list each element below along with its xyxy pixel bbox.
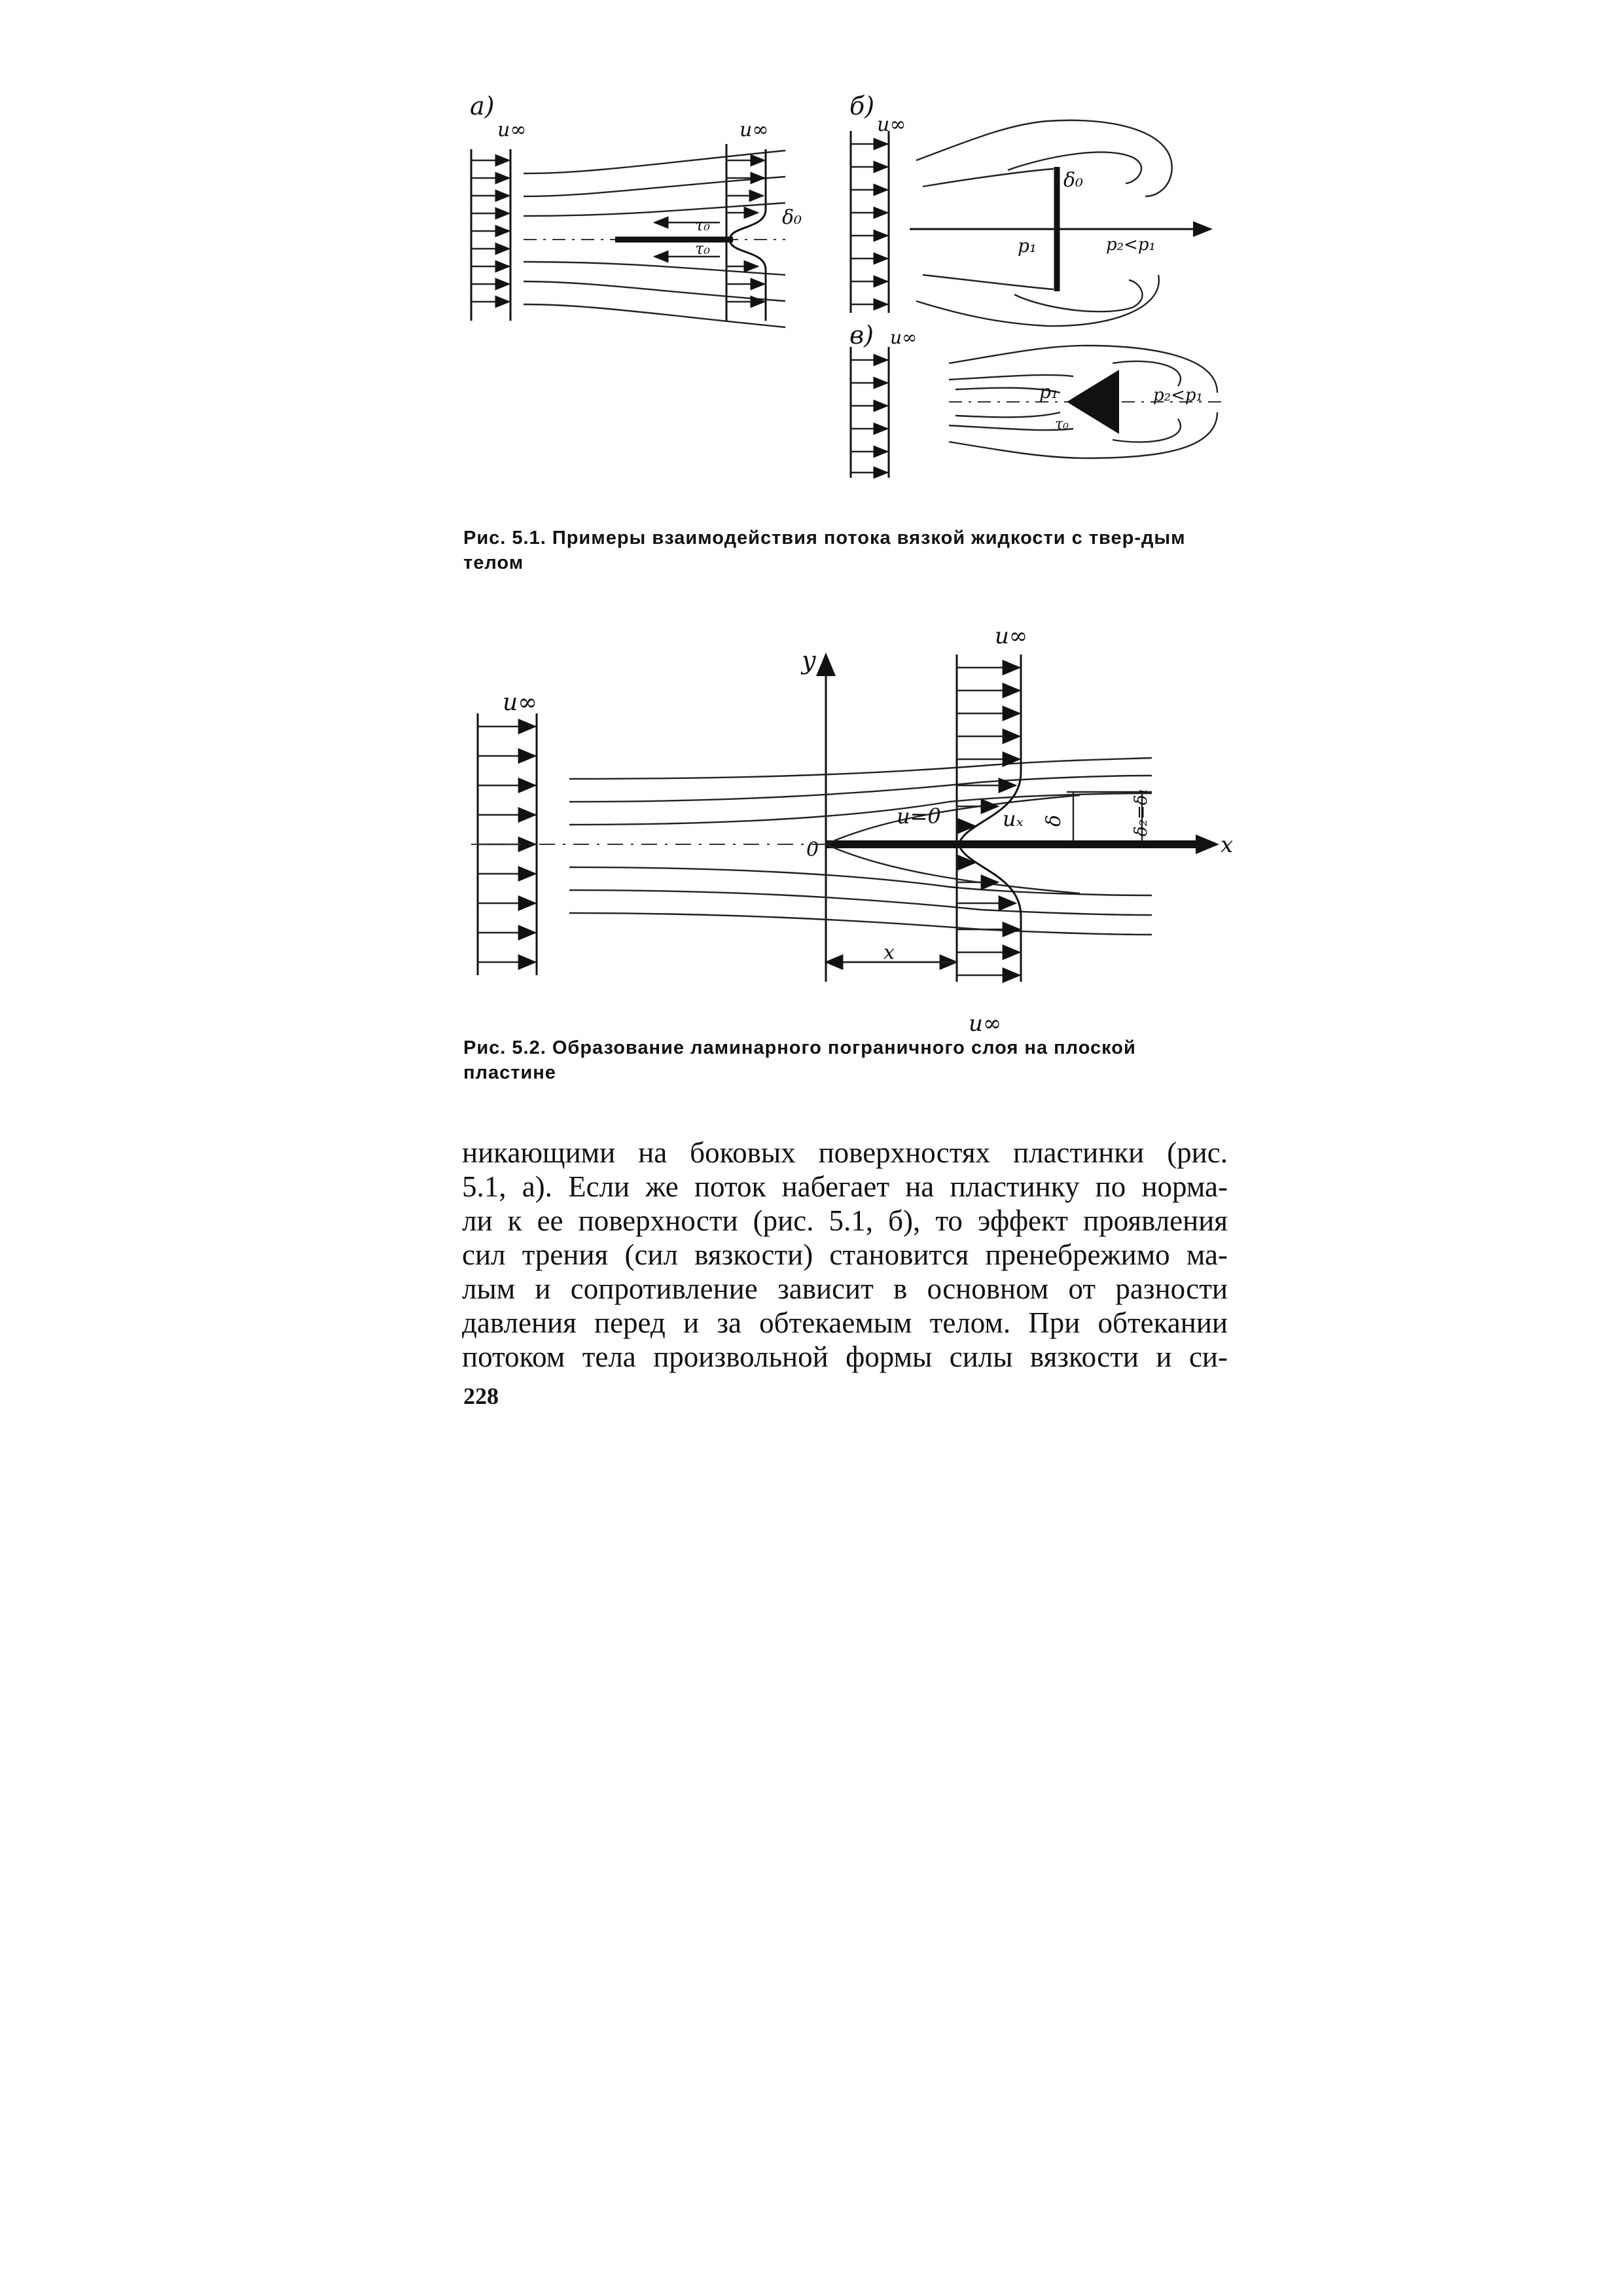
p1-v: p₁ xyxy=(1039,381,1058,403)
u-inf-top: u∞ xyxy=(995,623,1027,649)
delta2-label: δ₂=δ₁ xyxy=(1132,788,1151,836)
x-axis-label: x xyxy=(1221,832,1233,858)
panel-v: в) u∞ p₁ p₂<p₁ xyxy=(849,321,1224,479)
p1-b: p₁ xyxy=(1018,235,1037,257)
panel-a: а) u∞ xyxy=(470,92,802,329)
caption-number-2: Рис. 5.2. xyxy=(463,1037,546,1058)
text-line: ли к ее поверхности (рис. 5.1, б), то эф… xyxy=(462,1204,1228,1237)
figure-5-2: u∞ y x 0 xyxy=(471,623,1233,1037)
text-line: никающими на боковых поверхностях пласти… xyxy=(462,1136,1228,1169)
u-x-label: uₓ xyxy=(1003,806,1024,831)
figure-5-2-caption: Рис. 5.2. Образование ламинарного погран… xyxy=(463,1035,1229,1085)
label-a: а) xyxy=(470,92,494,120)
text-line: лым и сопротивление зависит в основном о… xyxy=(462,1272,1228,1305)
x-dimension-label: x xyxy=(883,941,895,964)
u-inf-label-b: u∞ xyxy=(877,113,906,136)
caption-number: Рис. 5.1. xyxy=(463,528,546,548)
u-inf-label-v: u∞ xyxy=(890,327,917,348)
tau0-v: τ₀ xyxy=(1055,416,1069,433)
u-zero-label: u=0 xyxy=(897,804,941,829)
label-b: б) xyxy=(849,92,874,120)
label-v: в) xyxy=(849,321,874,350)
page-number: 228 xyxy=(463,1383,499,1409)
y-axis-label: y xyxy=(800,646,816,675)
u-inf-label-right: u∞ xyxy=(740,118,768,141)
tau0-upper: τ₀ xyxy=(695,216,710,234)
upstream-profile: u∞ xyxy=(476,689,538,975)
u-inf-label: u∞ xyxy=(497,118,526,141)
delta-label: δ xyxy=(1043,815,1065,827)
caption-text: Примеры взаимодействия потока вязкой жид… xyxy=(463,528,1186,573)
text-line: потоком тела произвольной формы силы вяз… xyxy=(462,1340,1228,1373)
p2-lt-p1-b: p₂<p₁ xyxy=(1106,235,1156,255)
figure-5-1: а) u∞ xyxy=(470,92,1224,479)
downstream-profile: u∞ u∞ xyxy=(955,623,1027,1037)
origin-label: 0 xyxy=(806,838,819,861)
u-inf-bottom: u∞ xyxy=(969,1011,1001,1037)
p2-lt-p1-v: p₂<p₁ xyxy=(1153,386,1203,405)
tau0-lower: τ₀ xyxy=(695,240,710,258)
text-line: 5.1, а). Если же поток набегает на пласт… xyxy=(462,1170,1228,1203)
delta0-b: δ₀ xyxy=(1063,169,1083,192)
body-paragraph: никающими на боковых поверхностях пласти… xyxy=(462,1136,1228,1374)
caption-text-2: Образование ламинарного пограничного сло… xyxy=(463,1037,1136,1083)
delta0-a: δ₀ xyxy=(782,206,802,229)
text-line: давления перед и за обтекаемым телом. Пр… xyxy=(462,1306,1228,1339)
panel-b: б) u∞ δ₀ p₁ p₂<p xyxy=(849,92,1213,327)
figure-5-1-caption: Рис. 5.1. Примеры взаимодействия потока … xyxy=(463,526,1229,575)
streamlines xyxy=(569,757,1152,936)
text-line: сил трения (сил вязкости) становится пре… xyxy=(462,1238,1228,1271)
u-inf-left: u∞ xyxy=(503,689,537,716)
